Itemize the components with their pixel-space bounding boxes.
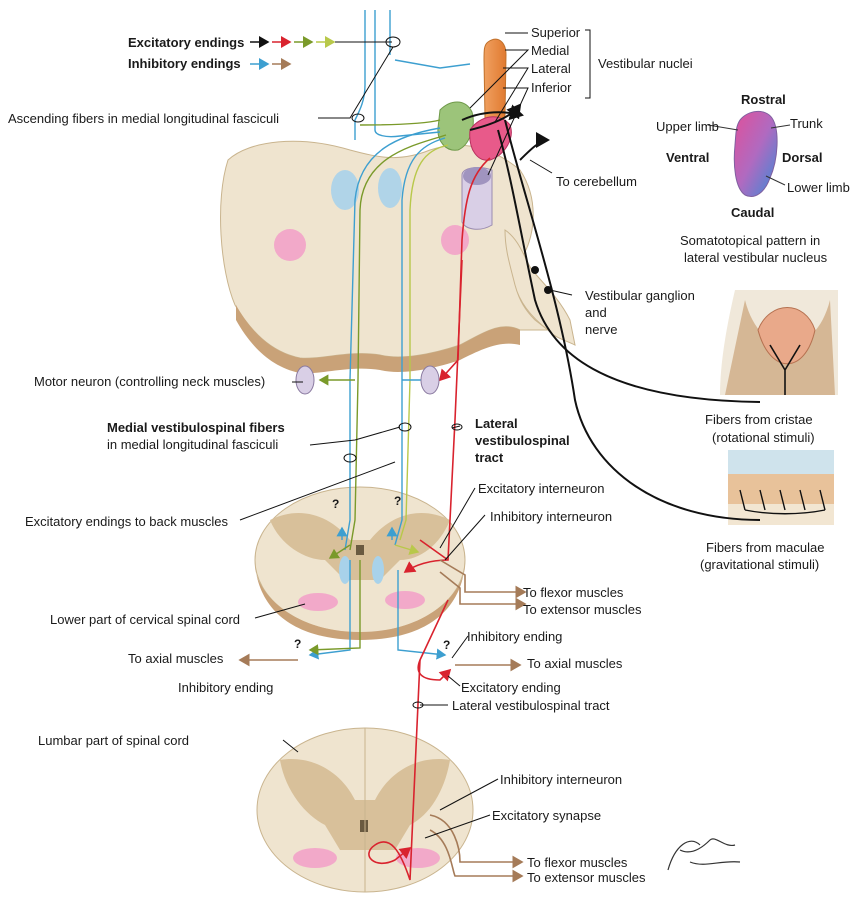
question-mark-2: ? [394, 494, 401, 509]
lateral-vst-label-2: vestibulospinal [475, 433, 570, 448]
vestibular-ganglion-label-1: Vestibular ganglion [585, 288, 695, 303]
excitatory-interneuron-label: Excitatory interneuron [478, 481, 604, 496]
excitatory-synapse-label: Excitatory synapse [492, 808, 601, 823]
macula-receptor [728, 450, 834, 525]
inhibitory-ending-right-label: Inhibitory ending [467, 629, 562, 644]
dorsal-label: Dorsal [782, 150, 822, 165]
question-mark-4: ? [443, 638, 450, 653]
inhibitory-ending-left-label: Inhibitory ending [178, 680, 273, 695]
fibers-maculae-label-1: Fibers from maculae [706, 540, 824, 555]
to-cerebellum-label: To cerebellum [556, 174, 637, 189]
nucleus-inferior-label: Inferior [531, 80, 571, 95]
legend-inhibitory-label: Inhibitory endings [128, 56, 241, 71]
question-mark-1: ? [332, 497, 339, 512]
lateral-vst-label-1: Lateral [475, 416, 518, 431]
nucleus-lateral-label: Lateral [531, 61, 571, 76]
ascending-fibers-label: Ascending fibers in medial longitudinal … [8, 111, 279, 126]
ventral-label: Ventral [666, 150, 709, 165]
medial-vsf-label-2: in medial longitudinal fasciculi [107, 437, 278, 452]
vestibular-ganglion-label-2: and [585, 305, 607, 320]
motor-neuron-label: Motor neuron (controlling neck muscles) [34, 374, 265, 389]
to-axial-right-label: To axial muscles [527, 656, 622, 671]
somatotopy-figure [708, 111, 790, 196]
excitatory-ending-label: Excitatory ending [461, 680, 561, 695]
inhibitory-interneuron-lower-label: Inhibitory interneuron [500, 772, 622, 787]
trunk-label: Trunk [790, 116, 823, 131]
legend-excitatory-label: Excitatory endings [128, 35, 244, 50]
brainstem-section [221, 141, 575, 373]
question-mark-3: ? [294, 637, 301, 652]
lateral-vst-label-3: tract [475, 450, 503, 465]
rostral-label: Rostral [741, 92, 786, 107]
fibers-maculae-label-2: (gravitational stimuli) [700, 557, 819, 572]
to-flexor-lower-label: To flexor muscles [527, 855, 627, 870]
to-extensor-upper-label: To extensor muscles [523, 602, 642, 617]
to-extensor-lower-label: To extensor muscles [527, 870, 646, 885]
to-axial-left-label: To axial muscles [128, 651, 223, 666]
crista-receptor [720, 290, 838, 395]
to-flexor-upper-label: To flexor muscles [523, 585, 623, 600]
legend-arrows [250, 42, 334, 64]
fibers-cristae-label-1: Fibers from cristae [705, 412, 813, 427]
somatotopy-caption-line2: lateral vestibular nucleus [684, 250, 827, 265]
medial-vsf-label-1: Medial vestibulospinal fibers [107, 420, 285, 435]
fibers-cristae-label-2: (rotational stimuli) [712, 430, 815, 445]
lumbar-label: Lumbar part of spinal cord [38, 733, 189, 748]
nucleus-medial-label: Medial [531, 43, 569, 58]
lateral-vst-lower-label: Lateral vestibulospinal tract [452, 698, 610, 713]
caudal-label: Caudal [731, 205, 774, 220]
vestibular-nuclei-label: Vestibular nuclei [598, 56, 693, 71]
vestibular-ganglion-label-3: nerve [585, 322, 618, 337]
upper-limb-label: Upper limb [656, 119, 719, 134]
somatotopy-caption-line1: Somatotopical pattern in [680, 233, 820, 248]
artist-signature [668, 839, 740, 870]
lower-cervical-label: Lower part of cervical spinal cord [50, 612, 240, 627]
inhibitory-interneuron-upper-label: Inhibitory interneuron [490, 509, 612, 524]
lower-limb-label: Lower limb [787, 180, 850, 195]
nucleus-superior-label: Superior [531, 25, 580, 40]
excitatory-endings-back-label: Excitatory endings to back muscles [25, 514, 228, 529]
